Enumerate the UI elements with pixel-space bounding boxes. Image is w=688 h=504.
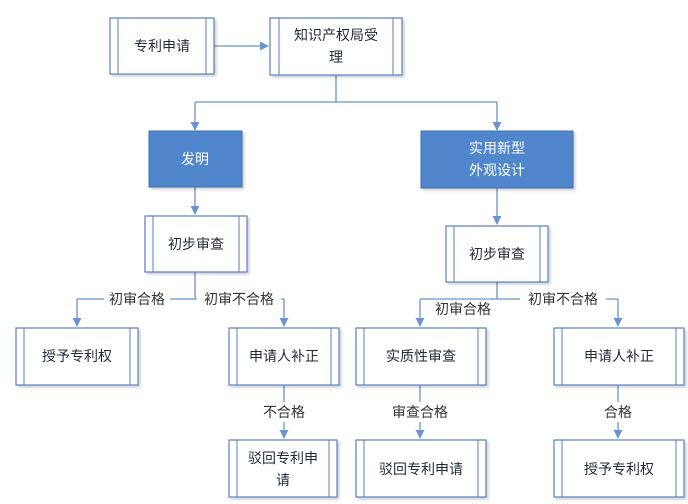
node-reject-right: 驳回专利申请 [355, 439, 487, 498]
node-label: 专利申请 [134, 39, 190, 55]
node-label: 授予专利权 [42, 349, 112, 365]
node-ipo-acceptance: 知识产权局受 理 [269, 17, 403, 76]
node-substantive-exam: 实质性审查 [355, 327, 487, 386]
edge-label-left-not-pass: 不合格 [263, 405, 305, 421]
edge-label-right-pass: 初审合格 [435, 301, 491, 318]
node-label: 驳回专利申请 [379, 462, 463, 478]
edge-label-supp-pass: 合格 [604, 405, 632, 421]
edge-label-right-fail: 初审不合格 [528, 291, 598, 308]
edge-label-exam-pass: 审查合格 [392, 405, 448, 421]
node-supplement-left: 申请人补正 [228, 327, 340, 386]
node-label: 发明 [181, 152, 209, 168]
node-grant-patent-left: 授予专利权 [15, 327, 139, 386]
node-label-line2: 外观设计 [469, 163, 525, 179]
node-label: 申请人补正 [249, 349, 319, 365]
node-label: 申请人补正 [584, 349, 654, 365]
node-reject-left: 驳回专利申 请 [228, 439, 338, 498]
node-label-line2: 请 [276, 473, 290, 489]
node-label-line2: 理 [329, 50, 343, 66]
node-label: 授予专利权 [584, 462, 654, 478]
node-label-line1: 实用新型 [469, 141, 525, 157]
node-patent-application: 专利申请 [109, 17, 215, 75]
node-grant-patent-right: 授予专利权 [553, 439, 685, 498]
node-label-line1: 驳回专利申 [248, 451, 318, 467]
edge-label-left-fail: 初审不合格 [204, 291, 274, 308]
node-utility-design: 实用新型 外观设计 [420, 130, 574, 189]
node-prelim-exam-right: 初步审查 [445, 225, 549, 283]
node-label: 初步审查 [469, 246, 525, 263]
node-invention: 发明 [148, 130, 243, 188]
node-prelim-exam-left: 初步审查 [144, 215, 248, 273]
node-label: 实质性审查 [386, 349, 456, 365]
edge-acceptance-split [195, 75, 497, 103]
edge-label-left-pass: 初审合格 [109, 291, 165, 308]
edge-labels: 初审合格 初审不合格 不合格 初审合格 初审不合格 审查合格 合格 [104, 290, 638, 422]
node-label-line1: 知识产权局受 [294, 27, 378, 44]
node-supplement-right: 申请人补正 [553, 327, 685, 386]
node-label: 初步审查 [168, 236, 224, 253]
